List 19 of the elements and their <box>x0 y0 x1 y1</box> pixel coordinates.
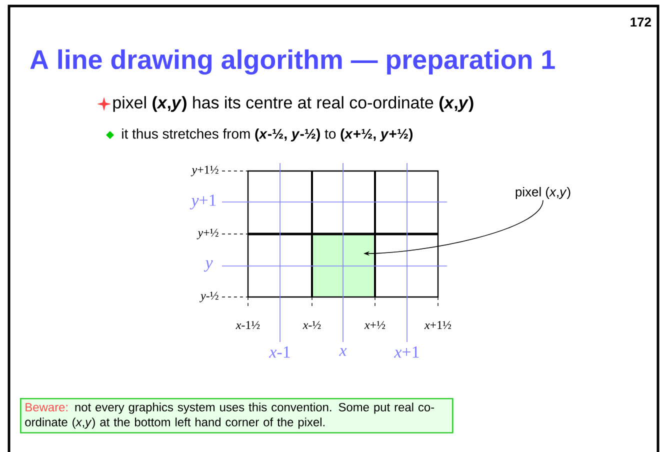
axis-label: x+1½ <box>424 321 452 329</box>
callout-label: pixel (x,y) <box>516 186 570 200</box>
title: A line drawing algorithm — preparation 1 <box>30 49 555 75</box>
axis-label: x+1 <box>394 346 419 358</box>
axis-label: y+½ <box>196 228 218 240</box>
bullet-text: pixel (x,y) has its centre at real co-ordinate (x,y) <box>113 96 474 112</box>
axis-label: x-½ <box>302 321 321 329</box>
axis-label: x-1 <box>269 346 290 358</box>
pixel-cell <box>312 234 375 297</box>
axis-label: x-1½ <box>236 321 260 329</box>
axis-label: y+1½ <box>190 166 218 176</box>
page-number: 172 <box>630 17 651 27</box>
axis-label: y <box>204 260 213 272</box>
note-box: Beware: not every graphics system uses this convention. Some put real co-ordinate (x,y) at the bottom left hand corner of the pixel. <box>20 398 454 434</box>
axis-label: y-½ <box>200 292 218 302</box>
axis-label: y+1 <box>190 194 216 210</box>
axis-label: x+½ <box>364 321 386 329</box>
bullet-text: it thus stretches from (x-½, y-½) to (x+½, y+½) <box>122 128 413 142</box>
axis-label: x <box>339 348 347 356</box>
